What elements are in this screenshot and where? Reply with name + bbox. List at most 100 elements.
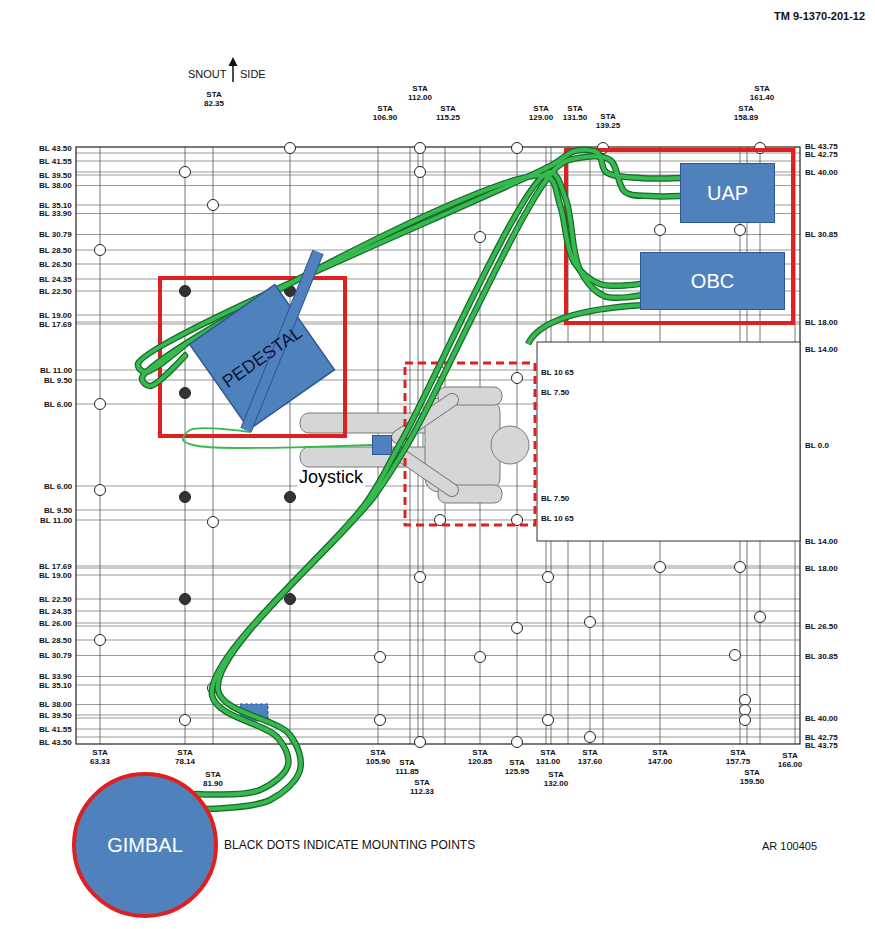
station-label: STA 125.95 bbox=[502, 758, 532, 776]
reference-point bbox=[208, 200, 219, 211]
station-label: STA 111.85 bbox=[392, 758, 422, 776]
station-label: STA 166.00 bbox=[775, 751, 805, 769]
butt-line-label: BL 18.00 bbox=[805, 318, 838, 327]
butt-line-label: BL 28.50 bbox=[39, 636, 72, 645]
butt-line-label: BL 43.75 bbox=[805, 142, 838, 151]
butt-line-label: BL 39.50 bbox=[39, 171, 72, 180]
cable-outline bbox=[183, 428, 372, 448]
butt-line-label: BL 22.50 bbox=[39, 595, 72, 604]
butt-line-label: BL 11.00 bbox=[40, 516, 72, 525]
joystick-control: Joystick bbox=[372, 435, 392, 455]
reference-point bbox=[512, 373, 523, 384]
butt-line-label: BL 18.00 bbox=[805, 564, 838, 573]
cable bbox=[183, 428, 372, 448]
butt-line-label: BL 42.75 bbox=[805, 733, 838, 742]
station-label: STA 105.90 bbox=[363, 748, 393, 766]
station-label: STA 161.40 bbox=[747, 84, 777, 102]
butt-line-label: BL 7.50 bbox=[541, 494, 569, 503]
document-number: TM 9-1370-201-12 bbox=[774, 10, 865, 23]
cable bbox=[528, 305, 645, 344]
station-label: STA 112.33 bbox=[407, 778, 437, 796]
reference-point bbox=[375, 715, 386, 726]
station-grid bbox=[76, 143, 800, 748]
butt-line-label: BL 10 65 bbox=[541, 514, 574, 523]
direction-label: SNOUT bbox=[188, 68, 227, 81]
butt-line-label: BL 28.50 bbox=[39, 246, 72, 255]
butt-line-label: BL 24.35 bbox=[39, 607, 72, 616]
reference-point bbox=[180, 715, 191, 726]
mounting-point bbox=[285, 492, 296, 503]
mounting-point bbox=[180, 594, 191, 605]
station-label: STA 131.00 bbox=[533, 748, 563, 766]
cable-outline bbox=[207, 156, 680, 809]
butt-line-label: BL 26.50 bbox=[39, 260, 72, 269]
station-label: STA 115.25 bbox=[433, 104, 463, 122]
mounting-point bbox=[285, 594, 296, 605]
butt-line-label: BL 0.0 bbox=[805, 441, 829, 450]
reference-point bbox=[512, 143, 523, 154]
cable-outline bbox=[196, 172, 640, 795]
reference-point bbox=[543, 572, 554, 583]
reference-point bbox=[95, 635, 106, 646]
reference-point bbox=[543, 167, 554, 178]
station-line bbox=[410, 147, 411, 744]
station-label: STA 147.00 bbox=[645, 748, 675, 766]
mounting-point bbox=[180, 388, 191, 399]
butt-line-label: BL 40.00 bbox=[805, 714, 838, 723]
station-label: STA 106.90 bbox=[370, 104, 400, 122]
cable bbox=[196, 172, 640, 795]
butt-line-label: BL 17.69 bbox=[39, 320, 72, 329]
reference-point bbox=[512, 737, 523, 748]
butt-line-label: BL 33.90 bbox=[39, 672, 72, 681]
direction-arrowhead bbox=[229, 57, 238, 66]
butt-line-label: BL 43.75 bbox=[805, 741, 838, 750]
reference-point bbox=[730, 650, 741, 661]
reference-point bbox=[415, 737, 426, 748]
node-label: Joystick bbox=[297, 468, 365, 488]
butt-line-label: BL 41.55 bbox=[39, 725, 72, 734]
butt-line-label: BL 40.00 bbox=[805, 168, 838, 177]
reference-point bbox=[435, 367, 446, 378]
station-label: STA 129.00 bbox=[526, 104, 556, 122]
unit-box: OBC bbox=[640, 252, 785, 310]
station-label: STA 159.50 bbox=[737, 768, 767, 786]
cable-outlines bbox=[138, 150, 680, 809]
butt-line-label: BL 38.00 bbox=[39, 181, 72, 190]
reference-point bbox=[95, 399, 106, 410]
butt-line-label: BL 7.50 bbox=[541, 388, 569, 397]
reference-point bbox=[740, 695, 751, 706]
reference-point bbox=[543, 715, 554, 726]
butt-line-label: BL 26.50 bbox=[805, 622, 838, 631]
seat-outline bbox=[405, 363, 535, 525]
reference-point bbox=[95, 485, 106, 496]
butt-line-label: BL 30.79 bbox=[39, 230, 72, 239]
butt-line-label: BL 24.35 bbox=[39, 275, 72, 284]
station-label: STA 158.89 bbox=[731, 104, 761, 122]
butt-line-label: BL 30.85 bbox=[805, 652, 838, 661]
mounting-point bbox=[180, 492, 191, 503]
butt-line-label: BL 38.00 bbox=[39, 700, 72, 709]
reference-point bbox=[208, 683, 219, 694]
node-label: GIMBAL bbox=[107, 834, 183, 857]
station-label: STA 132.00 bbox=[541, 770, 571, 788]
butt-line-label: BL 17.69 bbox=[39, 562, 72, 571]
butt-line-label: BL 33.90 bbox=[39, 209, 72, 218]
station-line bbox=[100, 147, 101, 744]
note-text: AR 100405 bbox=[762, 840, 817, 853]
pedestal-outline bbox=[185, 250, 337, 432]
station-line bbox=[185, 147, 186, 744]
station-line bbox=[423, 147, 424, 744]
unit-box: UAP bbox=[680, 163, 775, 223]
butt-line-label: BL 19.00 bbox=[39, 311, 72, 320]
cable-outline bbox=[528, 305, 645, 344]
station-label: STA 63.33 bbox=[85, 748, 115, 766]
reference-point bbox=[755, 612, 766, 623]
figure-forearm bbox=[398, 400, 452, 437]
station-label: STA 137.60 bbox=[575, 748, 605, 766]
reference-point bbox=[655, 562, 666, 573]
butt-line-label: BL 43.50 bbox=[39, 738, 72, 747]
station-label: STA 139.25 bbox=[593, 112, 623, 130]
reference-point bbox=[95, 245, 106, 256]
direction-label: SIDE bbox=[240, 68, 266, 81]
